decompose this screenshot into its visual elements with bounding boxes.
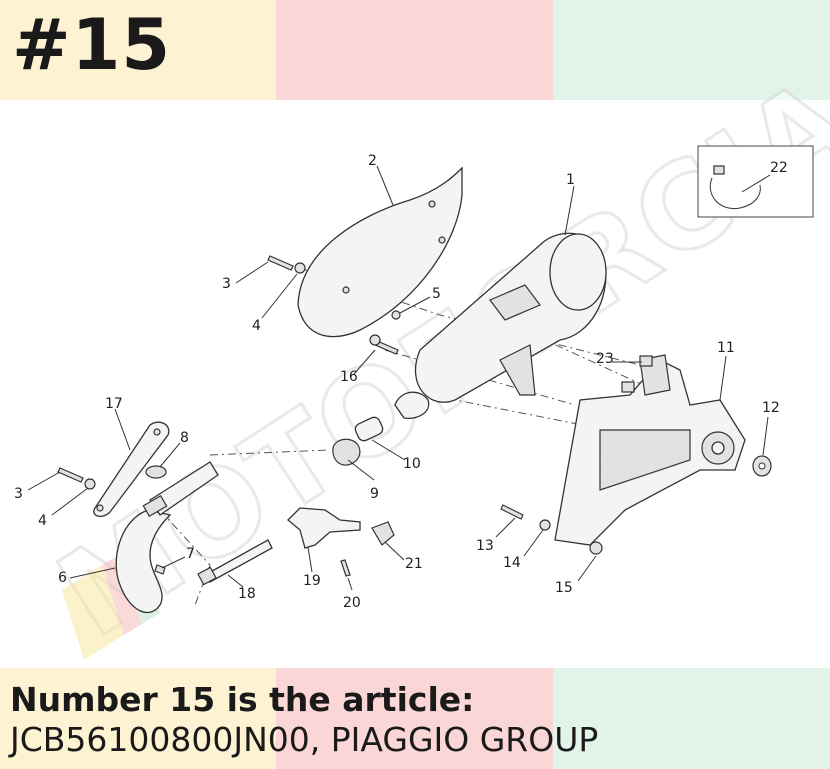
sensor-18 [197, 539, 273, 586]
callout-labels: 1 2 3 4 5 16 17 8 3 4 6 7 18 19 20 21 9 … [14, 153, 788, 611]
band-pink [276, 0, 553, 100]
band-pink [276, 668, 553, 769]
label-8: 8 [180, 430, 189, 446]
band-yellow [0, 668, 276, 769]
label-1: 1 [566, 172, 575, 188]
band-green [553, 668, 830, 769]
gasket-8 [145, 465, 167, 479]
label-16: 16 [340, 369, 358, 385]
caption-article-code: JCB56100800JN00, PIAGGIO GROUP [10, 720, 599, 759]
label-2: 2 [368, 153, 377, 169]
label-3b: 3 [14, 486, 23, 502]
label-21: 21 [405, 556, 423, 572]
caption-heading: Number 15 is the article: [10, 680, 475, 719]
label-18: 18 [238, 586, 256, 602]
plate-17 [93, 421, 170, 518]
part-number-heading: #15 [12, 4, 172, 86]
label-3a: 3 [222, 276, 231, 292]
label-5: 5 [432, 286, 441, 302]
swingarm-bracket [554, 354, 746, 546]
label-17: 17 [105, 396, 123, 412]
label-20: 20 [343, 595, 361, 611]
fasteners [57, 255, 603, 577]
article-caption: Number 15 is the article: JCB56100800JN0… [10, 680, 598, 760]
label-4a: 4 [252, 318, 261, 334]
label-22: 22 [770, 160, 788, 176]
band-yellow [0, 0, 276, 100]
label-15: 15 [555, 580, 573, 596]
bottom-color-band [0, 668, 830, 769]
label-6: 6 [58, 570, 67, 586]
leader-lines [27, 165, 771, 591]
label-14: 14 [503, 555, 521, 571]
washer-12 [752, 455, 772, 477]
clip-21 [371, 521, 395, 546]
bracket-19 [287, 507, 361, 549]
label-12: 12 [762, 400, 780, 416]
label-11: 11 [717, 340, 735, 356]
band-green [553, 0, 830, 100]
exhaust-pipe [115, 461, 219, 614]
sleeve-10 [354, 416, 384, 442]
inset-box-22 [697, 145, 814, 218]
label-10: 10 [403, 456, 421, 472]
label-23: 23 [596, 351, 614, 367]
clamp-9 [332, 438, 361, 466]
label-13: 13 [476, 538, 494, 554]
muffler [394, 232, 607, 419]
label-4b: 4 [38, 513, 47, 529]
label-9: 9 [370, 486, 379, 502]
heat-shield [297, 166, 463, 338]
top-color-band [0, 0, 830, 100]
clips-23 [621, 355, 653, 393]
label-7: 7 [186, 546, 195, 562]
label-19: 19 [303, 573, 321, 589]
